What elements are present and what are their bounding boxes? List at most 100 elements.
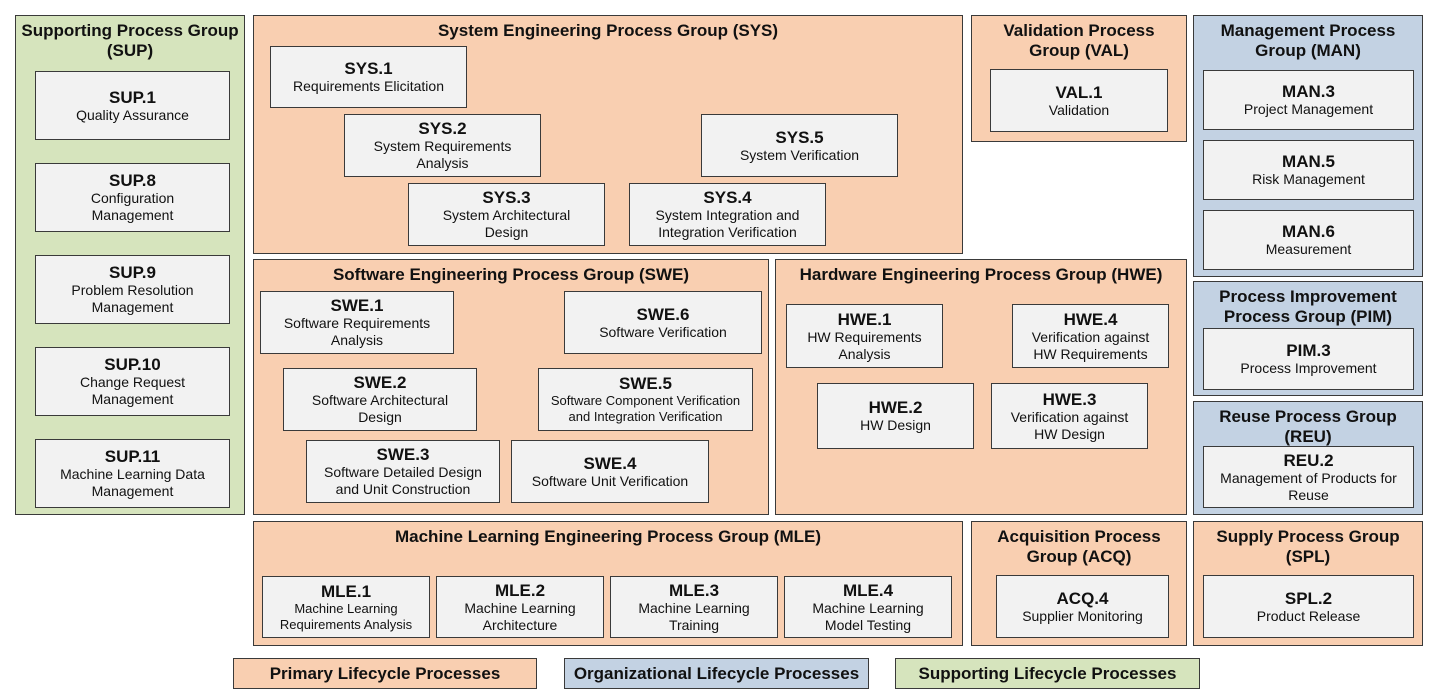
process-id: SWE.6	[636, 304, 690, 324]
process-swe-4: SWE.4 Software Unit Verification	[511, 440, 709, 503]
process-id: SUP.8	[109, 171, 156, 190]
group-title: System Engineering Process Group (SYS)	[437, 21, 779, 40]
process-id: SWE.5	[619, 374, 672, 393]
process-name: Measurement	[1265, 241, 1352, 257]
process-reu-2: REU.2 Management of Products for Reuse	[1203, 446, 1414, 508]
process-name: System Architectural Design	[442, 207, 571, 240]
process-sys-1: SYS.1 Requirements Elicitation	[270, 46, 467, 108]
group-title: Supporting Process Group (SUP)	[21, 21, 239, 60]
process-name: Machine Learning Architecture	[464, 599, 576, 633]
group-title: Reuse Process Group (REU)	[1219, 407, 1397, 446]
group-reu: Reuse Process Group (REU) REU.2 Manageme…	[1193, 401, 1423, 515]
group-title: Hardware Engineering Process Group (HWE)	[799, 265, 1163, 284]
process-pim-3: PIM.3 Process Improvement	[1203, 328, 1414, 390]
legend-organizational: Organizational Lifecycle Processes	[564, 658, 869, 689]
process-id: MLE.4	[842, 580, 894, 600]
group-title: Machine Learning Engineering Process Gro…	[394, 527, 821, 546]
process-id: HWE.1	[837, 309, 892, 329]
process-name: Requirements Elicitation	[293, 78, 444, 94]
process-id: SYS.5	[775, 127, 824, 147]
process-hwe-3: HWE.3 Verification against HW Design	[991, 383, 1148, 449]
process-sys-5: SYS.5 System Verification	[701, 114, 898, 177]
process-name: Quality Assurance	[76, 106, 189, 123]
process-name: Software Component Verification and Inte…	[550, 393, 741, 424]
process-id: SWE.1	[330, 296, 384, 315]
process-swe-6: SWE.6 Software Verification	[564, 291, 762, 354]
process-name: HW Requirements Analysis	[807, 328, 922, 362]
process-spl-2: SPL.2 Product Release	[1203, 575, 1414, 638]
group-title: Validation Process Group (VAL)	[1003, 21, 1155, 60]
group-sys: System Engineering Process Group (SYS) S…	[253, 15, 963, 254]
process-swe-2: SWE.2 Software Architectural Design	[283, 368, 477, 431]
group-title: Process Improvement Process Group (PIM)	[1219, 287, 1397, 326]
group-title: Acquisition Process Group (ACQ)	[997, 527, 1161, 566]
process-sup-10: SUP.10 Change Request Management	[35, 347, 230, 416]
process-id: SUP.10	[104, 355, 161, 374]
process-id: MLE.1	[320, 581, 372, 601]
process-swe-5: SWE.5 Software Component Verification an…	[538, 368, 753, 431]
group-mle: Machine Learning Engineering Process Gro…	[253, 521, 963, 646]
process-name: Process Improvement	[1240, 360, 1377, 376]
group-val: Validation Process Group (VAL) VAL.1 Val…	[971, 15, 1187, 142]
process-name: Management of Products for Reuse	[1220, 469, 1397, 503]
process-name: Software Requirements Analysis	[283, 315, 431, 348]
process-name: Machine Learning Model Testing	[812, 599, 924, 633]
process-name: HW Design	[860, 417, 931, 433]
process-man-5: MAN.5 Risk Management	[1203, 140, 1414, 200]
process-name: Software Verification	[599, 323, 727, 340]
process-id: REU.2	[1283, 450, 1334, 470]
process-id: SYS.2	[418, 119, 467, 138]
process-id: MAN.6	[1282, 222, 1335, 241]
process-mle-2: MLE.2 Machine Learning Architecture	[436, 576, 604, 638]
process-mle-3: MLE.3 Machine Learning Training	[610, 576, 778, 638]
process-name: Software Architectural Design	[311, 392, 449, 425]
process-id: MLE.2	[494, 580, 546, 600]
process-id: SYS.4	[703, 188, 752, 207]
group-hwe: Hardware Engineering Process Group (HWE)…	[775, 259, 1187, 515]
process-name: Problem Resolution Management	[71, 282, 194, 315]
process-name: Supplier Monitoring	[1022, 607, 1143, 624]
process-sup-8: SUP.8 Configuration Management	[35, 163, 230, 232]
process-name: System Requirements Analysis	[373, 138, 512, 171]
process-name: System Integration and Integration Verif…	[655, 207, 800, 240]
group-acq: Acquisition Process Group (ACQ) ACQ.4 Su…	[971, 521, 1187, 646]
process-name: Machine Learning Training	[638, 599, 750, 633]
process-swe-1: SWE.1 Software Requirements Analysis	[260, 291, 454, 354]
process-id: SUP.9	[109, 263, 156, 282]
process-name: Configuration Management	[90, 190, 175, 223]
process-id: SWE.2	[353, 373, 407, 392]
process-id: SUP.1	[109, 87, 156, 107]
process-sys-3: SYS.3 System Architectural Design	[408, 183, 605, 246]
process-name: Validation	[1048, 101, 1110, 118]
group-sup: Supporting Process Group (SUP) SUP.1 Qua…	[15, 15, 245, 515]
process-acq-4: ACQ.4 Supplier Monitoring	[996, 575, 1169, 638]
process-man-3: MAN.3 Project Management	[1203, 70, 1414, 130]
process-id: PIM.3	[1286, 341, 1331, 360]
process-name: System Verification	[739, 146, 860, 163]
process-name: Software Unit Verification	[531, 472, 689, 489]
process-name: Change Request Management	[79, 374, 186, 407]
process-name: Verification against HW Requirements	[1031, 328, 1150, 362]
process-hwe-4: HWE.4 Verification against HW Requiremen…	[1012, 304, 1169, 368]
process-id: SYS.1	[344, 59, 393, 78]
process-sys-2: SYS.2 System Requirements Analysis	[344, 114, 541, 177]
process-name: Machine Learning Requirements Analysis	[279, 600, 413, 632]
process-name: Project Management	[1243, 101, 1374, 117]
process-id: SWE.3	[376, 445, 430, 464]
process-id: HWE.2	[868, 398, 923, 417]
process-id: SWE.4	[583, 453, 637, 473]
process-hwe-1: HWE.1 HW Requirements Analysis	[786, 304, 943, 368]
group-title: Management Process Group (MAN)	[1220, 21, 1396, 60]
process-id: SUP.11	[104, 447, 161, 466]
process-id: ACQ.4	[1056, 588, 1109, 608]
process-id: SYS.3	[482, 188, 531, 207]
process-sys-4: SYS.4 System Integration and Integration…	[629, 183, 826, 246]
process-id: SPL.2	[1284, 588, 1333, 608]
process-id: HWE.4	[1063, 309, 1118, 329]
process-id: HWE.3	[1042, 389, 1097, 409]
process-mle-1: MLE.1 Machine Learning Requirements Anal…	[262, 576, 430, 638]
group-man: Management Process Group (MAN) MAN.3 Pro…	[1193, 15, 1423, 277]
process-id: MAN.3	[1282, 82, 1335, 101]
group-title: Supply Process Group (SPL)	[1216, 527, 1400, 566]
process-id: MLE.3	[668, 580, 720, 600]
